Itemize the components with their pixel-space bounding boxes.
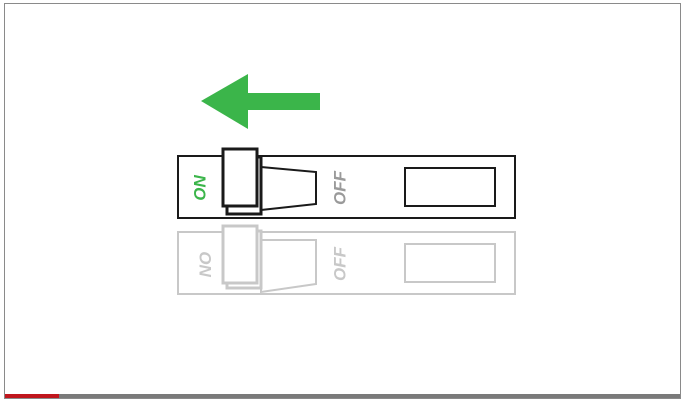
on-label: ON xyxy=(190,175,209,201)
left-arrow-icon xyxy=(201,74,320,129)
active-breaker: ON OFF xyxy=(178,149,515,218)
ghost-off-label: OFF xyxy=(330,246,349,281)
ghost-breaker: ON OFF xyxy=(178,226,515,294)
slide-frame: ON OFF ON OFF xyxy=(4,3,681,399)
slide-progress-fill xyxy=(5,394,59,398)
ghost-on-label: ON xyxy=(196,251,215,277)
slide-progress-bar xyxy=(5,394,680,398)
breaker-switch-diagram: ON OFF ON OFF xyxy=(5,4,681,396)
off-label: OFF xyxy=(330,170,349,205)
